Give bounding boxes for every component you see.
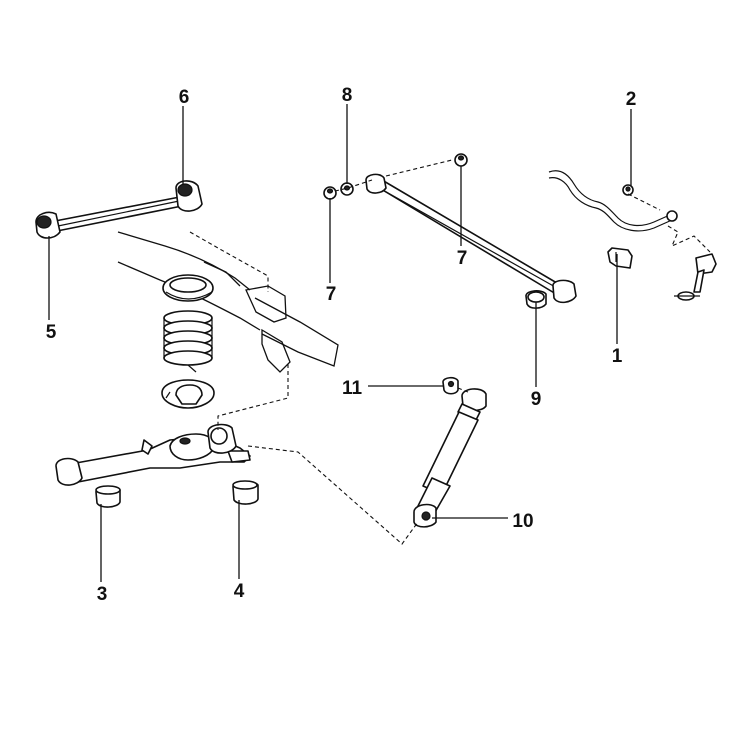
callout-1: 1: [612, 346, 623, 367]
stabilizer-bar: [548, 170, 678, 232]
bushing-5: [35, 211, 61, 239]
callout-3: 3: [97, 584, 108, 605]
upper-control-arm: [54, 195, 188, 232]
callout-4: 4: [234, 581, 245, 602]
lower-arm-front-bushing: [55, 457, 83, 486]
bushing-9: [525, 290, 547, 309]
callout-11: 11: [342, 378, 363, 399]
callout-9: 9: [531, 389, 542, 410]
lower-spring-seat: [161, 379, 215, 409]
stabilizer-link: [674, 253, 717, 301]
leader-lines: [48, 104, 632, 582]
callout-7-right: 7: [457, 248, 468, 269]
stabilizer-bushing-1: [607, 247, 633, 269]
callout-2: 2: [626, 89, 637, 110]
callout-7-left: 7: [326, 284, 337, 305]
callout-8: 8: [342, 85, 353, 106]
stabilizer-bushing-2: [622, 184, 634, 196]
bushing-7-right: [454, 153, 468, 167]
callout-5: 5: [46, 322, 57, 343]
callout-10: 10: [512, 511, 533, 532]
assembly-lines: [189, 159, 711, 545]
bushing-7-left: [323, 186, 337, 200]
bushing-11: [442, 376, 459, 395]
bushing-6: [175, 180, 203, 212]
coil-spring: [163, 310, 213, 373]
upper-spring-seat: [162, 274, 214, 302]
lower-arm-rear-bushing: [207, 423, 237, 454]
bushing-4: [232, 480, 259, 505]
lower-control-arm: [75, 433, 251, 483]
bushing-3: [95, 485, 121, 508]
rear-axle-housing: [117, 231, 339, 373]
callout-6: 6: [179, 87, 190, 108]
lateral-control-rod: [365, 173, 577, 304]
shock-absorber: [413, 388, 487, 528]
callout-labels: 1 2 3 4 5 6 7 7 8 9 10 11: [46, 85, 637, 605]
